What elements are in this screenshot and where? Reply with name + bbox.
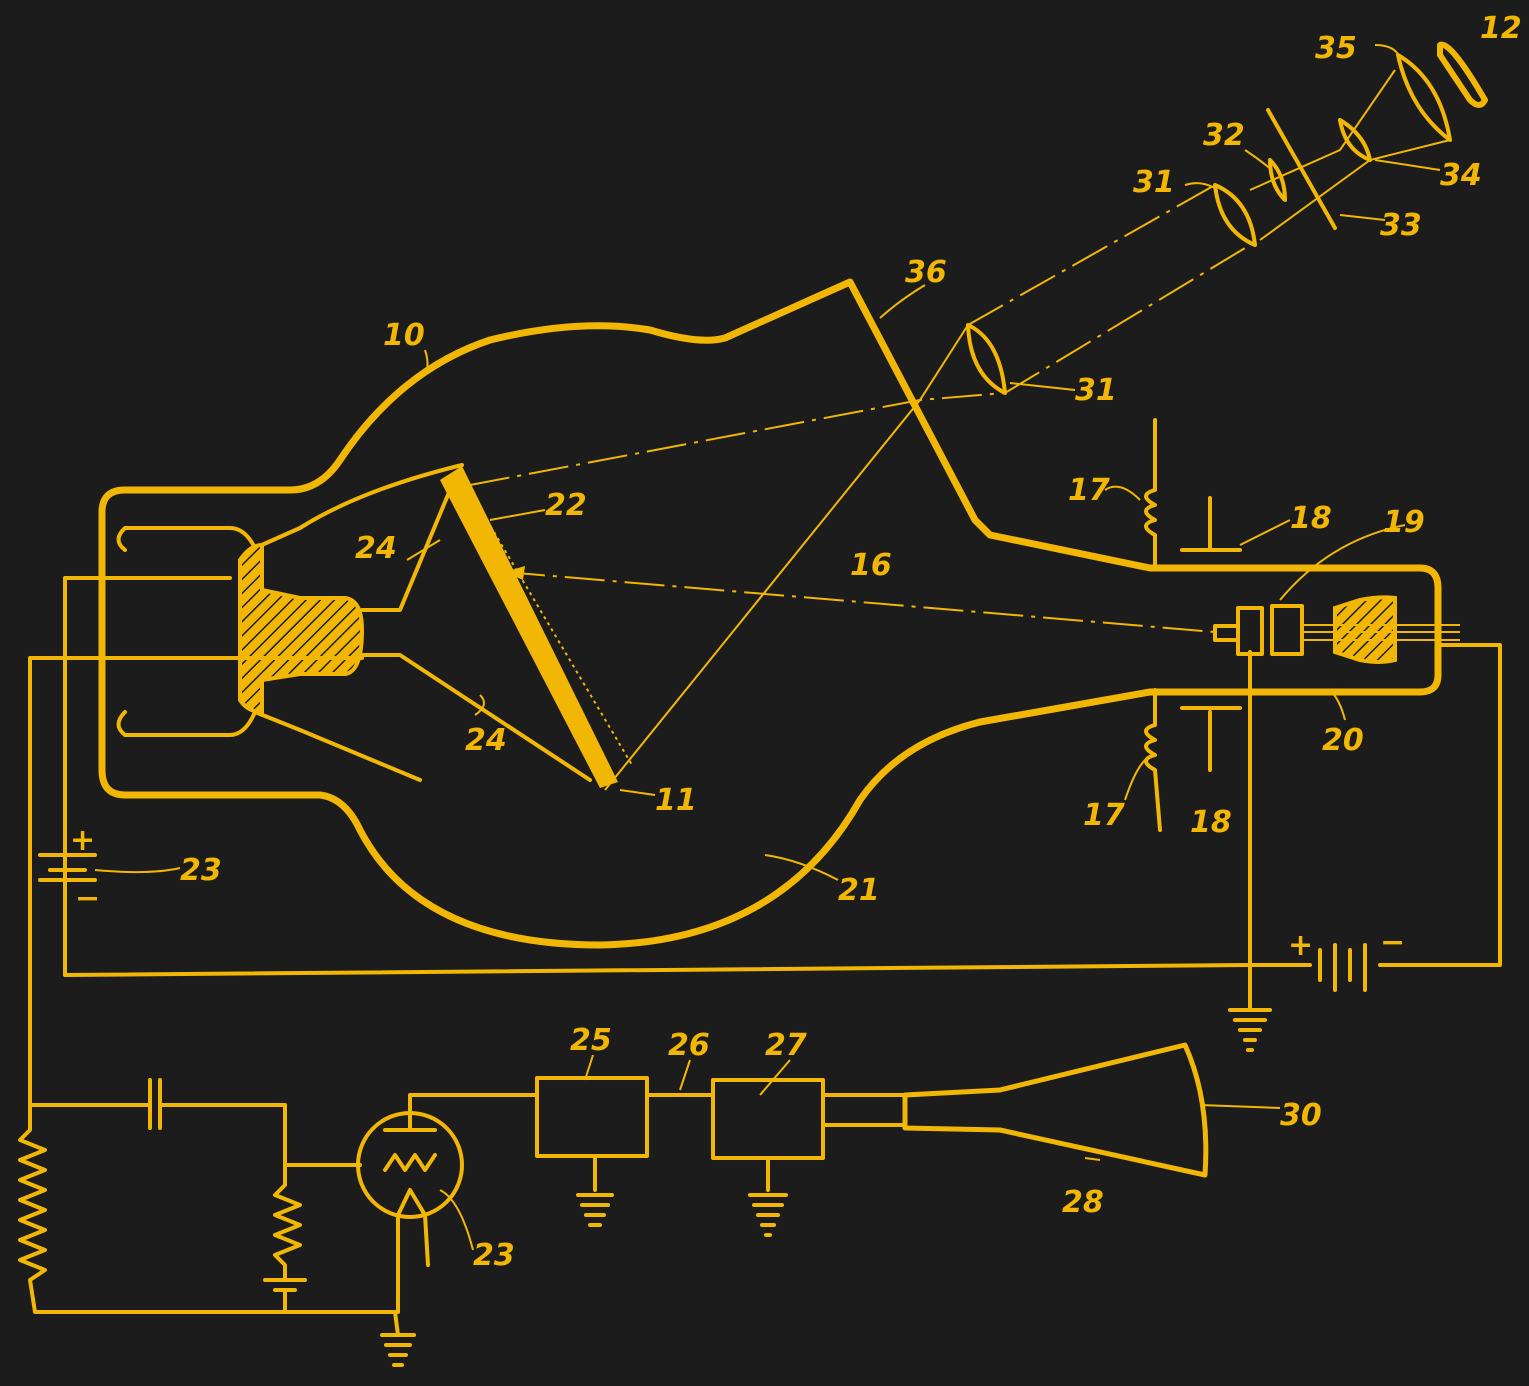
label-24: 24 [465,723,507,758]
deflection-coils-17 [1144,418,1162,832]
label-21: 21 [838,873,880,908]
label-17: 17 [1068,473,1110,508]
label-18: 18 [1290,501,1332,536]
label-22: 22 [545,488,587,523]
label-10: 10 [383,318,425,353]
label-24: 24 [355,531,397,566]
electron-gun-19 [1213,604,1460,656]
label-19: 19 [1383,505,1425,540]
label-26: 26 [668,1028,710,1063]
label-18: 18 [1190,805,1232,840]
label-36: 36 [905,255,947,290]
tube-envelope [98,278,1442,949]
battery-plus: + [70,823,95,858]
label-31: 31 [1075,373,1117,408]
label-28: 28 [1062,1185,1104,1220]
label-12: 12 [1480,11,1522,46]
label-11: 11 [655,783,697,818]
label-20: 20 [1322,723,1364,758]
beam-lines [469,69,1451,791]
tube-base [238,542,1397,715]
label-16: 16 [850,548,892,583]
label-34: 34 [1440,158,1482,193]
circuit-wiring [18,576,1502,1367]
label-23: 23 [473,1238,515,1273]
label-27: 27 [765,1028,807,1063]
battery-plus: + [1288,928,1313,963]
label-35: 35 [1315,31,1357,66]
target-plate-11 [360,466,633,788]
label-33: 33 [1380,208,1422,243]
deflection-plates-18 [1180,496,1242,772]
leader-lines [94,44,1441,1251]
label-32: 32 [1203,118,1245,153]
label-23: 23 [180,853,222,888]
reference-labels: 10 36 31 31 32 35 12 34 33 22 24 24 16 1… [70,11,1522,1273]
label-17: 17 [1083,798,1125,833]
battery-minus: − [1380,925,1405,960]
label-31: 31 [1133,165,1175,200]
label-30: 30 [1280,1098,1322,1133]
label-25: 25 [570,1023,612,1058]
battery-minus: − [75,881,100,916]
lens-31 [966,41,1488,395]
